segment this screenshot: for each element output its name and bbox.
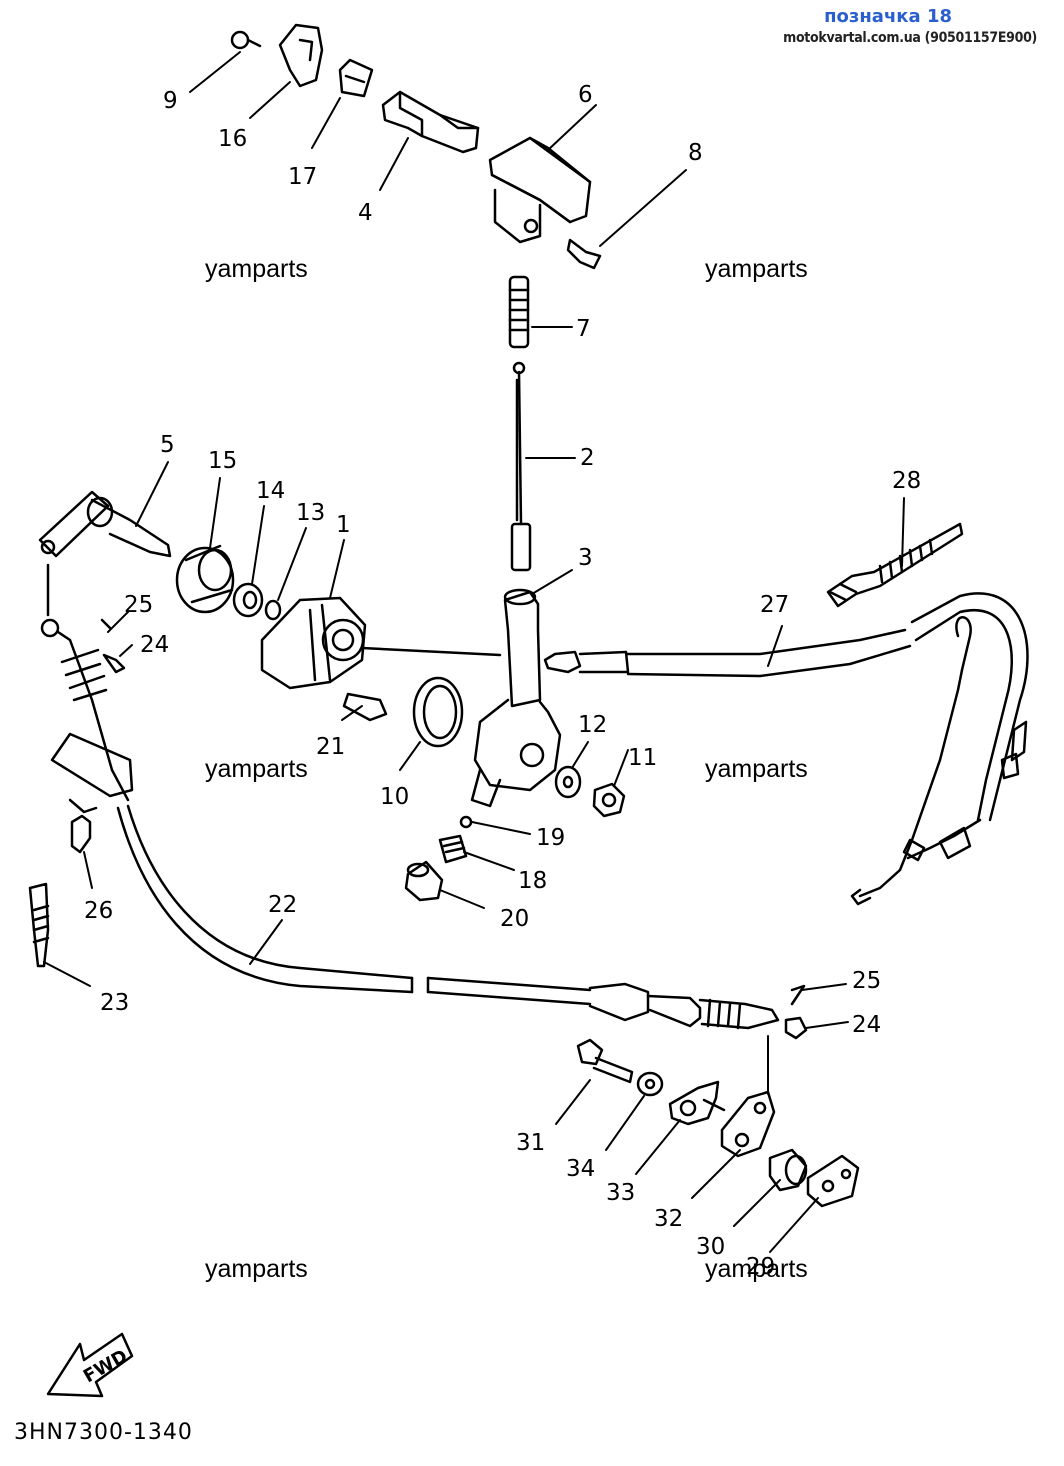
callout-number: 30 <box>696 1234 725 1260</box>
callout-number: 10 <box>380 784 409 810</box>
callout-number: 1 <box>336 512 351 538</box>
part-5-arm-shape <box>38 490 172 558</box>
callout-number: 24 <box>852 1012 881 1038</box>
part-2-rod-shape <box>510 361 532 572</box>
callout-number: 12 <box>578 712 607 738</box>
part-22-cable-shape <box>116 804 780 1030</box>
watermark-text: yamparts <box>205 755 308 783</box>
callout-number: 31 <box>516 1130 545 1156</box>
callout-number: 2 <box>580 445 595 471</box>
leader-lines <box>43 51 905 1253</box>
part-16-bracket-shape <box>278 23 324 88</box>
callout-number: 32 <box>654 1206 683 1232</box>
part-26-screw-shape <box>70 814 92 854</box>
callout-number: 8 <box>688 140 703 166</box>
callout-number: 19 <box>536 825 565 851</box>
part-18-spring-shape <box>438 834 468 864</box>
part-17-clip-shape <box>338 58 374 98</box>
fwd-label: FWD <box>80 1346 131 1388</box>
part-7-spring-shape <box>508 275 530 349</box>
callout-number: 5 <box>160 432 175 458</box>
watermark-text: yamparts <box>705 1255 808 1283</box>
callout-number: 27 <box>760 592 789 618</box>
part-23-bolt-shape <box>28 882 50 968</box>
callout-number: 25 <box>852 968 881 994</box>
watermark-text: yamparts <box>205 1255 308 1283</box>
callout-number: 13 <box>296 500 325 526</box>
callout-number: 20 <box>500 906 529 932</box>
watermark-text: yamparts <box>205 255 308 283</box>
callout-number: 16 <box>218 126 247 152</box>
part-4-pad-shape <box>381 90 480 154</box>
callout-number: 29 <box>746 1254 775 1280</box>
callout-number: 9 <box>163 88 178 114</box>
callout-number: 25 <box>124 592 153 618</box>
part-32-lever-shape <box>720 1090 776 1158</box>
page-title: позначка 18 <box>824 6 952 27</box>
part-12-washer-shape <box>554 765 582 799</box>
callout-number: 7 <box>576 316 591 342</box>
callout-number: 22 <box>268 892 297 918</box>
callout-number: 15 <box>208 448 237 474</box>
part-8-screw-shape <box>566 238 602 270</box>
part-29-plate-shape <box>806 1154 860 1208</box>
callout-number: 17 <box>288 164 317 190</box>
callout-number: 4 <box>358 200 373 226</box>
callout-number: 14 <box>256 478 285 504</box>
callout-number: 3 <box>578 545 593 571</box>
source-label: motokvartal.com.ua (90501157E900) <box>783 30 1037 46</box>
part-27-cable-shape <box>543 592 1029 906</box>
callout-number: 23 <box>100 990 129 1016</box>
part-11-nut-shape <box>592 782 626 818</box>
callout-numbers: 1 2 3 4 5 6 7 8 9 10 11 12 13 14 15 16 1… <box>84 82 921 1280</box>
part-13-oring-shape <box>264 599 282 621</box>
part-34-washer-shape <box>636 1071 664 1097</box>
callout-number: 26 <box>84 898 113 924</box>
parts-24-25-right-shape <box>784 984 808 1040</box>
part-9-bolt-shape <box>230 30 262 50</box>
part-10-seal-shape <box>412 676 464 748</box>
diagram-code: 3HN7300-1340 <box>14 1420 193 1445</box>
watermark-text: yamparts <box>705 255 808 283</box>
callout-number: 34 <box>566 1156 595 1182</box>
fwd-arrow-icon: FWD <box>46 1332 134 1398</box>
callout-number: 24 <box>140 632 169 658</box>
callout-number: 6 <box>578 82 593 108</box>
linkage-shape <box>40 563 134 814</box>
watermark-text: yamparts <box>705 755 808 783</box>
callout-number: 21 <box>316 734 345 760</box>
part-33-plate-shape <box>668 1080 726 1126</box>
part-31-bolt-shape <box>576 1038 634 1084</box>
callout-number: 33 <box>606 1180 635 1206</box>
part-20-cap-shape <box>404 860 444 902</box>
part-28-strap-shape <box>826 522 964 608</box>
part-1-housing-shape <box>260 596 502 690</box>
callout-number: 11 <box>628 745 657 771</box>
part-15-bearing-shape <box>175 544 235 614</box>
part-30-bushing-shape <box>768 1148 808 1192</box>
part-19-ball-shape <box>459 815 473 829</box>
callout-number: 28 <box>892 468 921 494</box>
part-6-handle-shape <box>488 136 592 244</box>
part-3-shaft-body-shape <box>470 588 562 808</box>
part-14-washer-shape <box>232 582 264 618</box>
part-21-bolt-shape <box>342 692 388 722</box>
callout-number: 18 <box>518 868 547 894</box>
